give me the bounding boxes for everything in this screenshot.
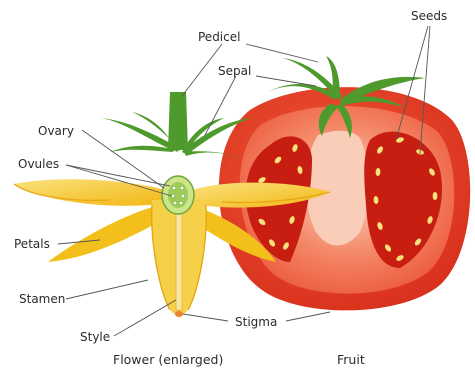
leader-pedicel bbox=[246, 44, 318, 62]
tomato-core bbox=[306, 131, 369, 246]
label-stigma: Stigma bbox=[235, 315, 277, 329]
leader-style bbox=[114, 300, 176, 336]
flower-style bbox=[176, 210, 182, 310]
leader-stigma bbox=[183, 314, 228, 321]
label-sepal: Sepal bbox=[218, 64, 251, 78]
label-seeds: Seeds bbox=[411, 9, 447, 23]
caption-flower: Flower (enlarged) bbox=[113, 353, 223, 367]
leader-sepal-fruit bbox=[256, 76, 316, 86]
leader-stamen bbox=[66, 280, 148, 299]
leader-stigma-fruit bbox=[286, 312, 330, 321]
label-ovules: Ovules bbox=[18, 157, 59, 171]
label-style: Style bbox=[80, 330, 110, 344]
flower-stigma bbox=[175, 311, 183, 317]
label-pedicel: Pedicel bbox=[198, 30, 240, 44]
caption-fruit: Fruit bbox=[337, 353, 365, 367]
label-stamen: Stamen bbox=[19, 292, 65, 306]
leader-pedicel-flower bbox=[182, 44, 222, 96]
label-ovary: Ovary bbox=[38, 124, 74, 138]
label-petals: Petals bbox=[14, 237, 50, 251]
